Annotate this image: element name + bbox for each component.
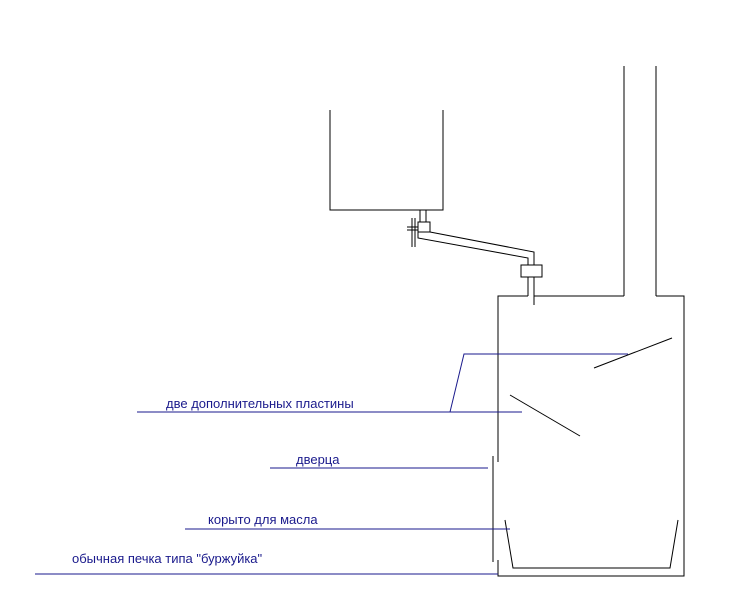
chimney <box>623 66 657 296</box>
additional-plates <box>509 337 673 437</box>
fuel-pipe <box>417 231 535 265</box>
inlet-funnel <box>520 264 543 305</box>
valve <box>407 210 431 247</box>
oil-tray-label: корыто для масла <box>208 512 318 527</box>
plates-leader <box>137 353 628 413</box>
oil-tank <box>329 110 444 211</box>
leader-lines <box>35 353 628 575</box>
stove-label: обычная печка типа "буржуйка" <box>72 551 263 566</box>
door-label: дверца <box>296 452 340 467</box>
oil-tray <box>504 519 679 569</box>
plates-label: две дополнительных пластины <box>166 396 354 411</box>
stove-body <box>497 295 685 577</box>
